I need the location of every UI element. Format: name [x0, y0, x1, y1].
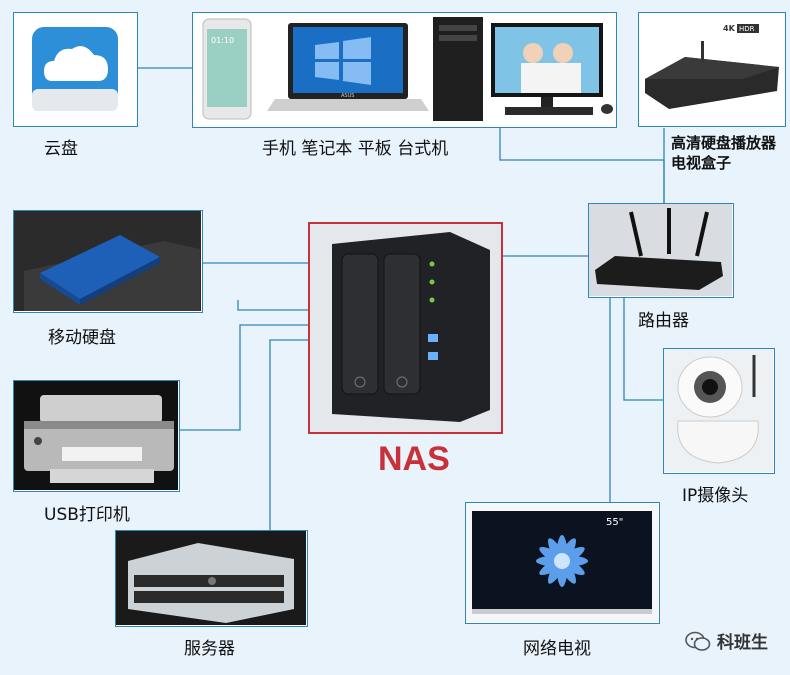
tv-screen-size: 55": [606, 517, 623, 528]
portable-hdd-image: [14, 211, 201, 311]
tvbox-badge: HDR: [739, 25, 755, 33]
cloud-device-box: [13, 12, 138, 127]
watermark-text: 科班生: [717, 633, 768, 653]
network-tv-image: 55": [466, 503, 658, 622]
tvbox-label-line2: 电视盒子: [671, 154, 732, 172]
printer-label: USB打印机: [44, 505, 130, 525]
laptop-brand: ASUS: [341, 93, 354, 99]
tv-device-box: 55": [465, 502, 660, 624]
nas-device-box: [308, 222, 503, 434]
wechat-icon: [685, 631, 711, 651]
tvbox-image: 4K HDR: [645, 24, 779, 109]
tvbox-label: 高清硬盘播放器 电视盒子: [671, 133, 776, 173]
nas-image: [310, 224, 501, 432]
tvbox-brand: 4K: [723, 24, 736, 33]
terminals-device-box: 01:10 ASUS: [192, 12, 617, 128]
tv-label: 网络电视: [523, 639, 591, 659]
ip-camera-image: [664, 349, 773, 472]
tvbox-device-box: 4K HDR: [638, 12, 786, 127]
hdd-label: 移动硬盘: [48, 328, 116, 348]
nas-label: NAS: [378, 440, 450, 478]
camera-label: IP摄像头: [682, 486, 749, 506]
camera-device-box: [663, 348, 775, 474]
tvbox-label-line1: 高清硬盘播放器: [671, 134, 777, 152]
cloud-label: 云盘: [44, 139, 78, 159]
server-label: 服务器: [184, 639, 235, 659]
phone-time: 01:10: [211, 36, 234, 45]
router-label: 路由器: [638, 311, 689, 331]
watermark: 科班生: [685, 628, 768, 653]
router-image: [589, 204, 732, 296]
terminals-image: 01:10 ASUS: [202, 17, 613, 121]
printer-image: [14, 381, 178, 490]
server-device-box: [115, 530, 308, 627]
printer-device-box: [13, 380, 180, 492]
server-image: [116, 531, 306, 625]
hdd-device-box: [13, 210, 203, 313]
cloud-storage-icon: [32, 27, 118, 111]
router-device-box: [588, 203, 734, 298]
terminals-label: 手机 笔记本 平板 台式机: [262, 139, 449, 159]
